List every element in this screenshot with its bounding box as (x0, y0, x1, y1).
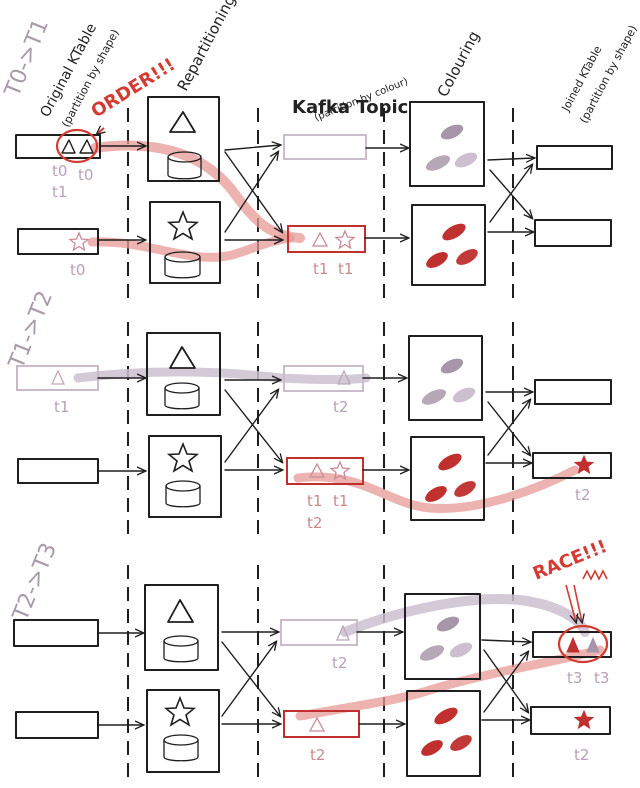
colouring-box (406, 690, 481, 777)
header-kafka-topic: Kafka Topic (292, 97, 408, 118)
star-icon (163, 695, 197, 727)
triangle-icon (311, 231, 329, 247)
time-label: t0 (78, 166, 93, 184)
orig-ktable-row-top (13, 619, 99, 647)
star-icon (573, 454, 595, 475)
time-label: t2 (332, 654, 347, 672)
orig-ktable-row-bottom (15, 711, 99, 739)
colouring-box (410, 436, 485, 521)
time-label: t1 (307, 492, 322, 510)
star-icon (334, 229, 356, 250)
time-label: t0 (52, 162, 67, 180)
column-separators (127, 108, 514, 785)
time-label: t1 (333, 492, 348, 510)
orig-ktable-row-bottom (17, 228, 99, 255)
colouring-box (408, 335, 483, 421)
section-t0-t1: t0 t0 t1 t0 ORDER!!! t1 t1 (15, 54, 613, 286)
repartition-box (146, 332, 221, 416)
repartition-box (149, 201, 221, 284)
database-icon (167, 156, 202, 180)
time-label: t2 (574, 746, 589, 764)
triangle-icon (61, 139, 76, 154)
triangle-icon (169, 346, 196, 369)
colouring-box (409, 101, 485, 187)
triangle-icon (308, 716, 326, 732)
database-icon (164, 387, 200, 410)
triangle-icon (308, 462, 326, 478)
triangle-icon (79, 139, 94, 154)
star-icon (166, 209, 200, 241)
time-label: t3 (567, 669, 582, 687)
time-label: t1 (313, 260, 328, 278)
race-scribble (582, 569, 608, 581)
star-icon (573, 709, 595, 730)
section-t2-t3: t2 t2 t3 t3 t2 RACE!!! (13, 536, 612, 777)
star-icon (166, 441, 200, 473)
time-label: t3 (594, 669, 609, 687)
triangle-icon (50, 369, 66, 385)
kafka-topic-row-bottom (287, 225, 366, 253)
triangle-icon (336, 624, 350, 641)
header-repartitioning: Repartitioning (174, 0, 240, 94)
section-label-t1-t2: T1->T2 (4, 288, 58, 374)
section-label-t2-t3: T2->T3 (8, 540, 62, 626)
section-label-t0-t1: T0->T1 (0, 16, 54, 102)
joined-ktable-row-top (532, 631, 612, 658)
joined-ktable-row-top (536, 145, 613, 170)
triangle-icon (167, 599, 194, 623)
repartition-box (144, 584, 219, 671)
time-label: t0 (70, 261, 85, 279)
time-label: t1 (52, 183, 67, 201)
header-colouring: Colouring (434, 28, 484, 100)
order-circle (55, 128, 99, 164)
repartition-box (146, 689, 220, 773)
star-icon (68, 231, 90, 252)
repartition-box (148, 435, 222, 518)
triangle-icon (566, 636, 580, 653)
triangle-icon (336, 369, 352, 385)
triangle-icon (586, 636, 600, 653)
time-label: t2 (333, 398, 348, 416)
time-label: t1 (338, 260, 353, 278)
kafka-topic-row-bottom (286, 457, 364, 485)
database-icon (163, 640, 199, 663)
colouring-box (404, 593, 481, 680)
star-icon (329, 460, 351, 481)
database-icon (164, 256, 201, 279)
section-t1-t2: t1 t2 t1 t1 t2 (16, 332, 612, 532)
time-label: t2 (310, 746, 325, 764)
triangle-icon (169, 111, 196, 133)
database-icon (163, 739, 199, 762)
joined-ktable-row-bottom (532, 452, 612, 479)
time-label: t1 (54, 398, 69, 416)
joined-ktable-row-bottom (530, 706, 611, 735)
race-circle (557, 624, 609, 664)
time-label: t2 (307, 514, 322, 532)
orig-ktable-row-bottom (17, 458, 99, 484)
joined-ktable-row-top (534, 379, 612, 405)
joined-ktable-row-bottom (534, 219, 612, 247)
repartition-box (147, 96, 220, 182)
colouring-box (411, 204, 486, 286)
database-icon (165, 485, 201, 508)
time-label: t2 (575, 486, 590, 504)
kafka-topic-row-top (283, 134, 367, 160)
